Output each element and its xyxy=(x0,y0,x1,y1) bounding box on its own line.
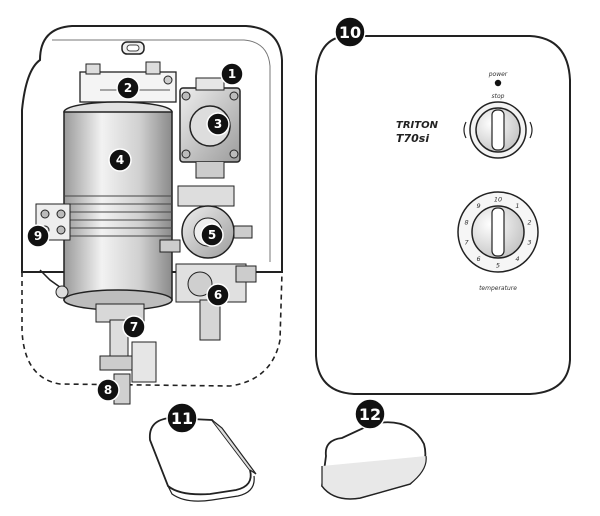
callout-badge-circle xyxy=(354,398,386,430)
temp-scale-mark: 3 xyxy=(527,239,531,247)
callout-label: 7 xyxy=(130,320,138,334)
callout-badge-4: 4 xyxy=(108,148,132,172)
power-indicator xyxy=(494,79,502,87)
stop-label: stop xyxy=(492,93,505,100)
callout-label: 3 xyxy=(214,117,222,131)
callout-badge-circle xyxy=(122,315,146,339)
callout-label: 1 xyxy=(228,67,236,81)
temperature-scale: 10 12 34 5 67 89 xyxy=(465,196,532,270)
end-cap-left xyxy=(148,417,257,502)
temp-scale-mark: 1 xyxy=(515,202,519,210)
callout-label: 12 xyxy=(359,405,381,424)
flow-knob[interactable] xyxy=(463,101,533,159)
callout-badge-circle xyxy=(26,224,50,248)
front-cover: TRITON T70si power stop 10 12 34 5 67 89 temp… xyxy=(315,35,571,395)
callout-label: 4 xyxy=(116,153,124,167)
temp-scale-mark: 4 xyxy=(515,255,519,263)
temp-scale-mark: 7 xyxy=(465,239,470,247)
callout-badge-circle xyxy=(200,223,224,247)
callout-badge-circle xyxy=(96,378,120,402)
callout-badge-6: 6 xyxy=(206,283,230,307)
heater-tank xyxy=(63,101,173,323)
callout-badge-circle xyxy=(206,112,230,136)
callout-badge-circle xyxy=(334,16,366,48)
temp-scale-mark: 9 xyxy=(477,202,481,210)
callout-label: 8 xyxy=(104,383,112,397)
callout-label: 11 xyxy=(171,409,193,428)
power-label: power xyxy=(488,71,508,78)
callout-badge-circle xyxy=(116,76,140,100)
temperature-label: temperature xyxy=(479,285,517,292)
brand-name: TRITON xyxy=(396,120,439,131)
callout-badge-7: 7 xyxy=(122,315,146,339)
callout-badge-circle xyxy=(220,62,244,86)
shower-unit-open xyxy=(21,25,283,405)
outlet-pipe xyxy=(99,319,157,405)
temp-scale-mark: 6 xyxy=(477,255,481,263)
callout-badge-2: 2 xyxy=(116,76,140,100)
temp-scale-mark: 5 xyxy=(496,262,500,270)
callout-badge-circle xyxy=(108,148,132,172)
callout-badge-5: 5 xyxy=(200,223,224,247)
callout-badge-10: 10 xyxy=(334,16,366,48)
callout-label: 10 xyxy=(339,23,361,42)
temp-scale-mark: 10 xyxy=(494,196,502,204)
end-cap-right xyxy=(321,421,427,500)
callout-badge-11: 11 xyxy=(166,402,198,434)
callout-label: 2 xyxy=(124,81,132,95)
temp-scale-mark: 2 xyxy=(527,218,531,226)
cover-outline-dashed xyxy=(21,271,283,387)
callout-badge-3: 3 xyxy=(206,112,230,136)
temperature-knob[interactable]: 10 12 34 5 67 89 xyxy=(457,191,539,273)
callout-badge-circle xyxy=(166,402,198,434)
callout-label: 6 xyxy=(214,288,222,302)
temp-scale-mark: 8 xyxy=(465,218,469,226)
callout-badge-8: 8 xyxy=(96,378,120,402)
callout-badge-circle xyxy=(206,283,230,307)
callout-badge-1: 1 xyxy=(220,62,244,86)
callout-badge-9: 9 xyxy=(26,224,50,248)
model-name: T70si xyxy=(396,132,429,145)
callout-label: 9 xyxy=(34,229,42,243)
callout-badge-12: 12 xyxy=(354,398,386,430)
callout-label: 5 xyxy=(208,228,216,242)
